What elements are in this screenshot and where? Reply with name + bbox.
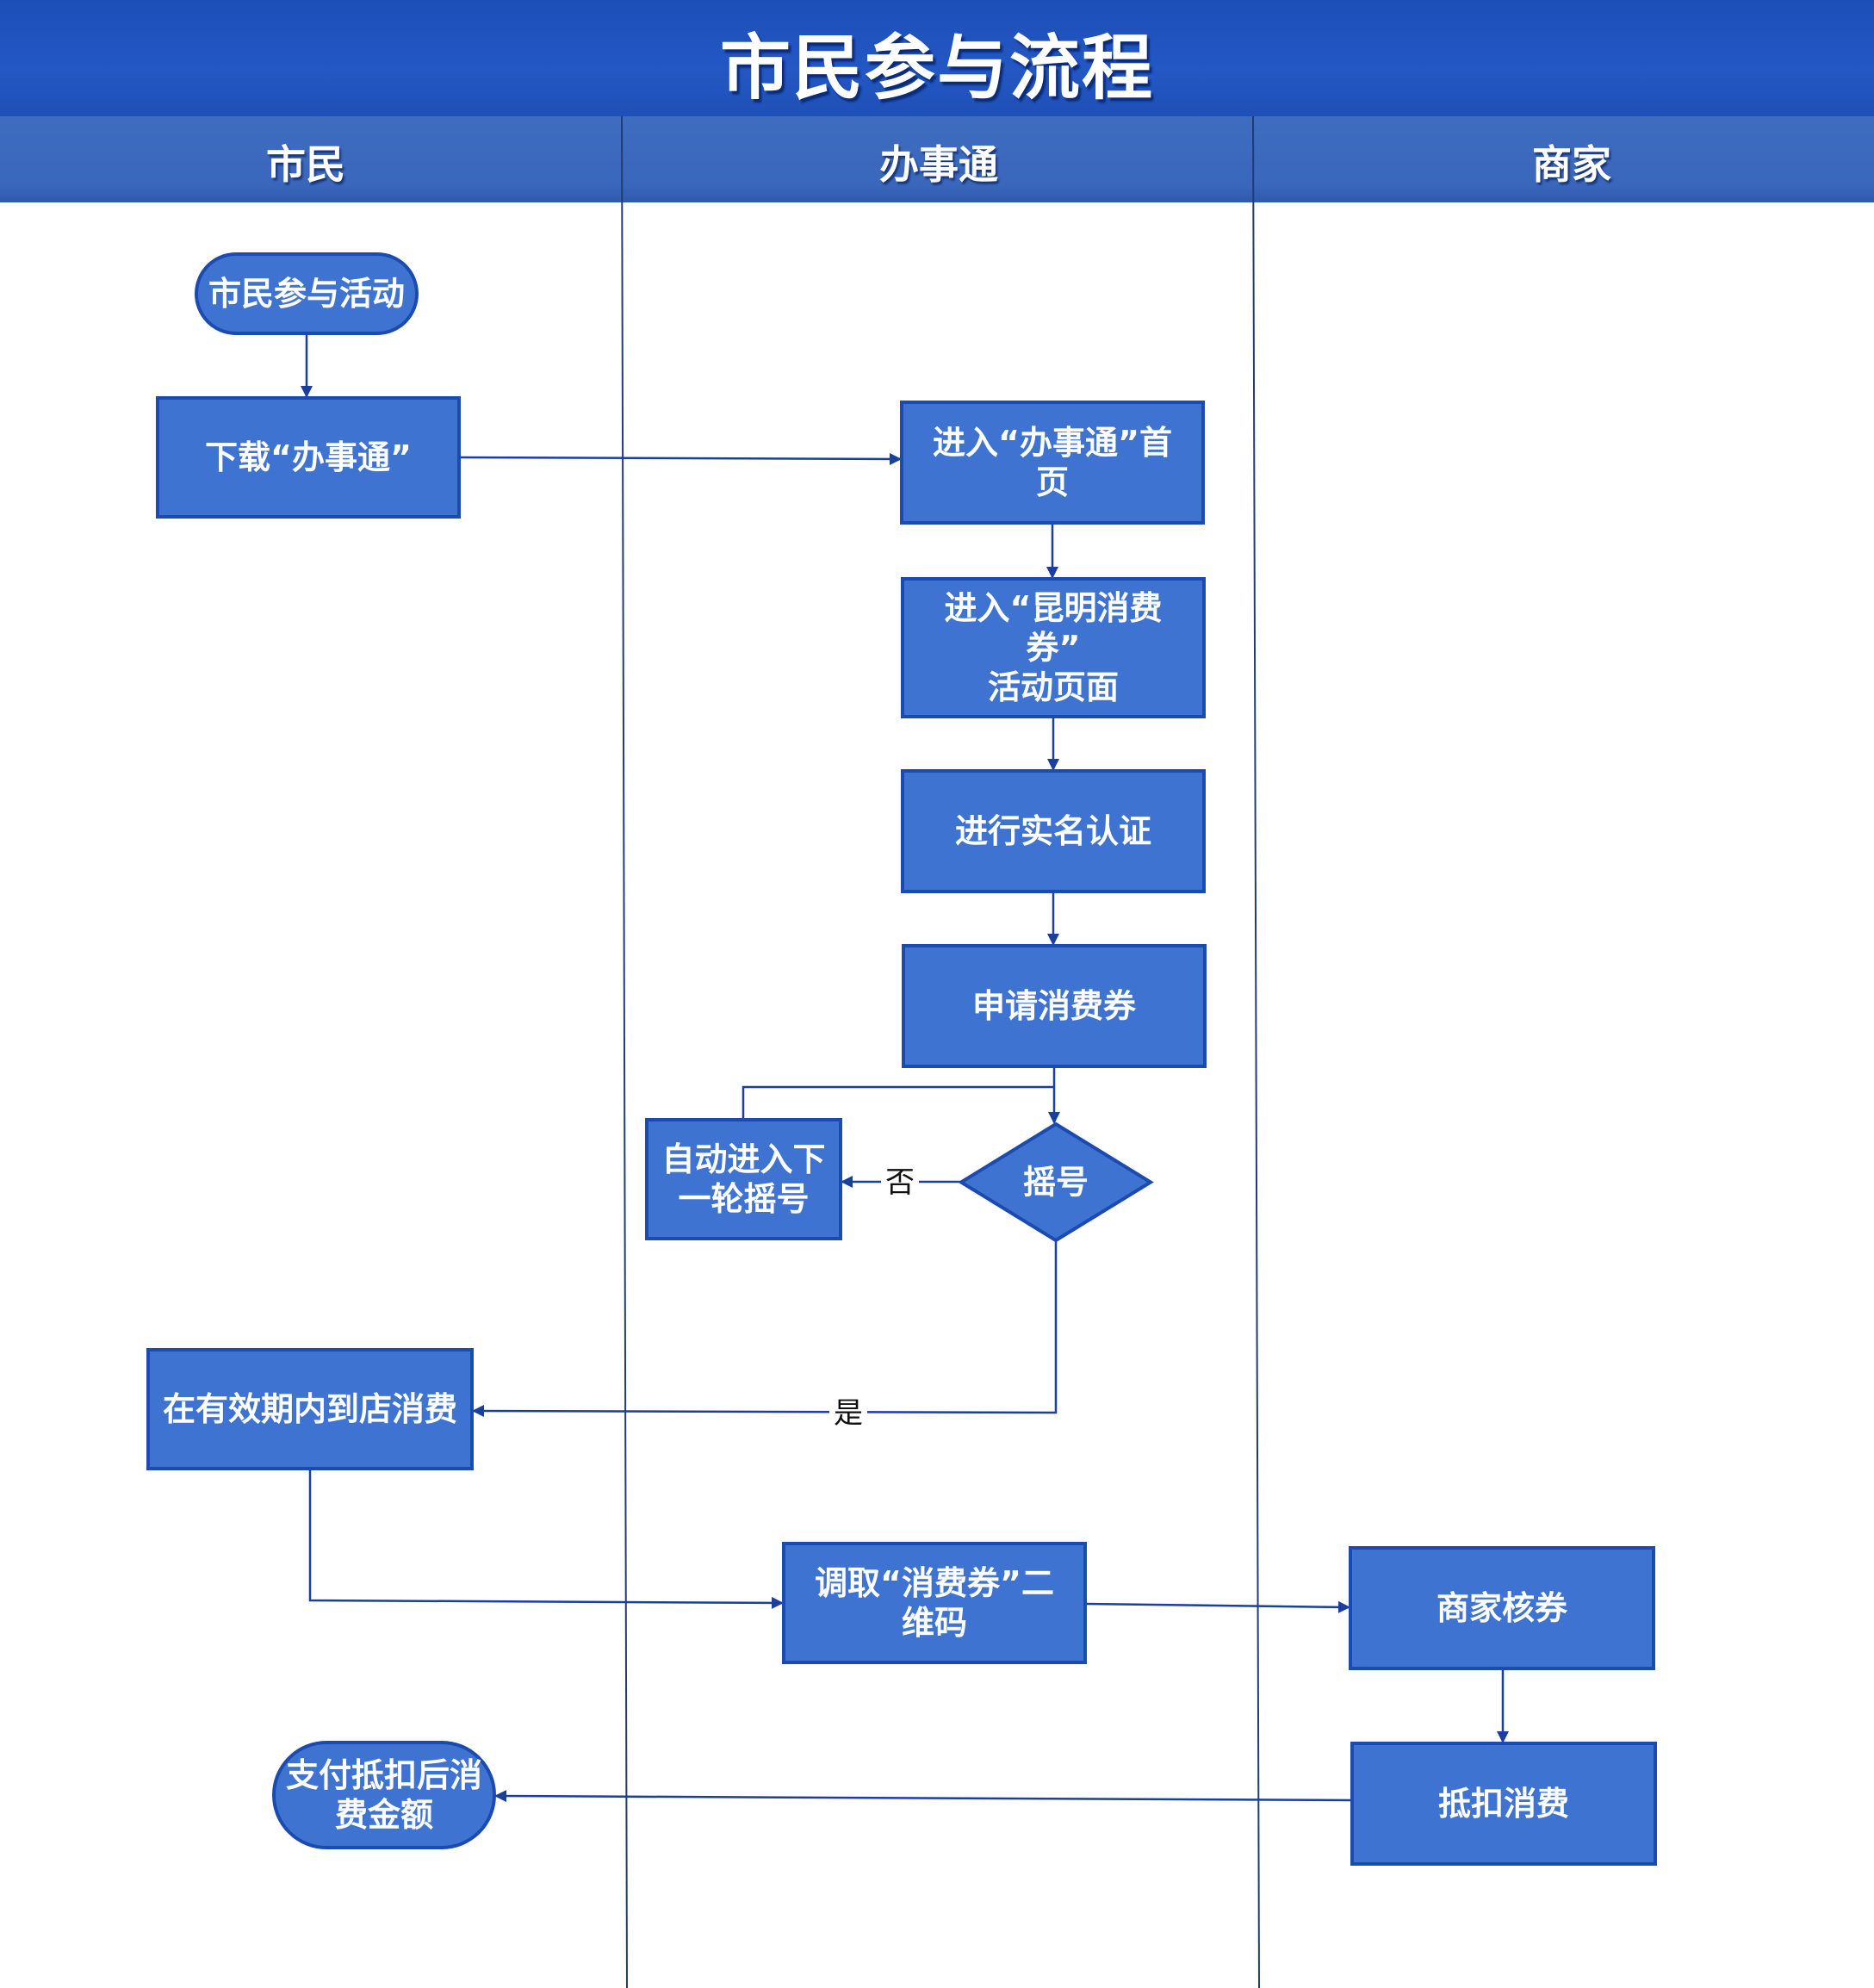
node-shape — [900, 401, 1205, 525]
node-decision-n7: 摇号 — [958, 1121, 1154, 1243]
edge-label-bg — [829, 1395, 867, 1430]
edge-label: 否 — [885, 1165, 915, 1200]
edge-n8-n7 — [742, 1085, 1054, 1120]
node-label: 券” — [1027, 629, 1081, 667]
lane-title-citizen: 市民 — [266, 141, 345, 188]
lane-title-app: 办事通 — [879, 141, 998, 188]
node-label: 在有效期内到店消费 — [163, 1390, 457, 1428]
edge-label-bg — [881, 1165, 919, 1199]
node-shape — [146, 1348, 474, 1470]
edge-n9-n10 — [308, 1469, 784, 1609]
edge-n10-n11 — [1084, 1600, 1350, 1613]
node-process-n2: 下载“办事通” — [156, 396, 461, 519]
node-label: 进入“昆明消费 — [945, 589, 1163, 627]
node-label: 调取“消费券”二 — [815, 1564, 1054, 1602]
node-label: 自动进入下 — [661, 1140, 825, 1178]
node-label: 市民参与活动 — [208, 275, 405, 313]
node-shape — [195, 252, 419, 335]
node-shape — [272, 1741, 496, 1849]
node-process-n10: 调取“消费券”二维码 — [782, 1542, 1087, 1664]
node-process-n9: 在有效期内到店消费 — [146, 1348, 474, 1470]
node-shape — [782, 1542, 1087, 1664]
node-shape — [1349, 1546, 1655, 1670]
node-label: 申请消费券 — [972, 987, 1137, 1025]
node-label: 下载“办事通” — [205, 438, 412, 476]
diagram-title: 市民参与流程 — [719, 28, 1154, 109]
node-label: 页 — [1036, 463, 1069, 501]
edge-n12-n13 — [494, 1790, 1353, 1803]
node-label: 摇号 — [1023, 1163, 1089, 1201]
node-shape — [645, 1118, 842, 1240]
node-shape — [901, 769, 1206, 893]
node-process-n6: 申请消费券 — [902, 944, 1207, 1068]
edge-n7-n9 — [472, 1240, 1058, 1418]
node-process-n12: 抵扣消费 — [1350, 1742, 1657, 1866]
node-label: 进入“办事通”首 — [933, 424, 1172, 462]
lane-title-merchant: 商家 — [1532, 141, 1611, 188]
node-label: 支付抵扣后消 — [286, 1756, 482, 1794]
node-label: 费金额 — [335, 1796, 433, 1834]
node-shape — [958, 1121, 1154, 1243]
node-label: 商家核券 — [1437, 1589, 1568, 1627]
lane-divider — [621, 115, 628, 1988]
edge-label: 是 — [834, 1396, 863, 1431]
node-shape — [902, 944, 1207, 1068]
node-process-n3: 进入“办事通”首页 — [900, 401, 1205, 525]
node-shape — [1350, 1742, 1657, 1866]
node-shape — [901, 577, 1206, 718]
node-label: 抵扣消费 — [1438, 1785, 1569, 1823]
node-process-n5: 进行实名认证 — [901, 769, 1206, 893]
node-label: 一轮摇号 — [678, 1180, 809, 1218]
lane-divider — [1252, 115, 1260, 1988]
edge-n2-n3 — [458, 452, 902, 465]
node-shape — [156, 396, 461, 519]
lane-header: 市民 办事通 商家 — [0, 116, 1874, 202]
node-label: 进行实名认证 — [955, 812, 1151, 850]
node-label: 活动页面 — [988, 668, 1119, 706]
title-bar: 市民参与流程 — [0, 0, 1874, 116]
node-process-n11: 商家核券 — [1349, 1546, 1655, 1670]
node-terminator-n1: 市民参与活动 — [195, 252, 419, 335]
node-label: 维码 — [902, 1604, 967, 1642]
